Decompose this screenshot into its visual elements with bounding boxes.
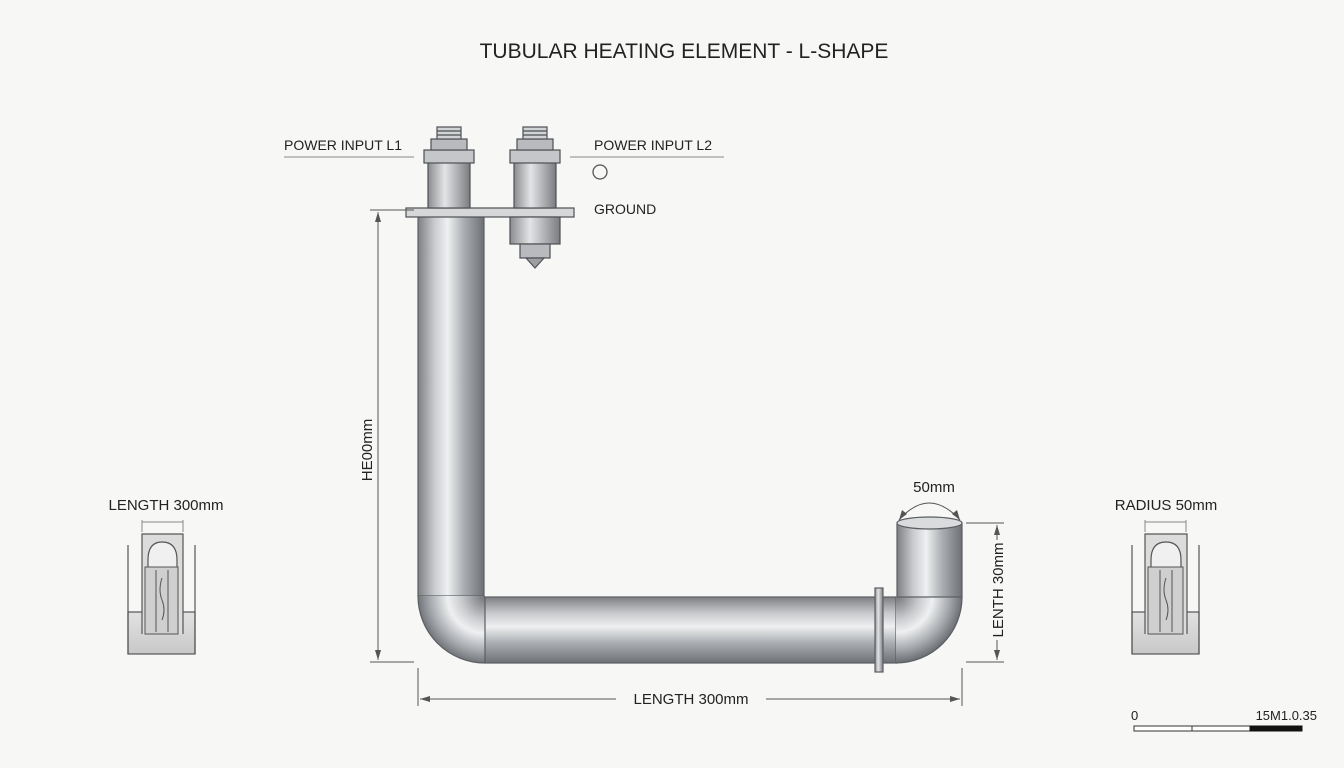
diagram-title: TUBULAR HEATING ELEMENT - L-SHAPE [480,40,889,63]
heating-element-tube [417,215,963,673]
power-input-l1-label: POWER INPUT L1 [284,137,402,153]
end-length-dimension-label: LENTH 30mm [990,542,1007,637]
ground-label: GROUND [594,201,656,217]
scale-bar-end-label: 15M1.0.35 [1256,708,1317,723]
power-input-l2-label: POWER INPUT L2 [594,137,712,153]
length-dimension-label: LENGTH 300mm [633,691,748,708]
ground-symbol-icon [592,164,608,180]
dimension-end-length: LENTH 30mm [966,522,1007,663]
mounting-plate [405,207,575,218]
dimension-height: HE00mm [359,209,414,663]
terminal-assembly [405,126,575,269]
dimension-length-bottom: LENGTH 300mm [417,668,963,708]
detail-right-label: RADIUS 50mm [1115,497,1218,514]
height-dimension-label: HE00mm [359,419,376,482]
bend-dimension-label: 50mm [913,479,955,496]
detail-view-right: RADIUS 50mm [1115,497,1218,655]
terminal-l2 [509,126,561,269]
callouts: POWER INPUT L1 POWER INPUT L2 GROUND [284,137,724,217]
terminal-l1 [423,126,475,209]
scale-bar-start-label: 0 [1131,708,1138,723]
scale-bar: 0 15M1.0.35 [1131,708,1317,732]
dimension-bend: 50mm [898,479,961,521]
detail-view-left: LENGTH 300mm [108,497,224,655]
detail-left-label: LENGTH 300mm [108,497,223,514]
